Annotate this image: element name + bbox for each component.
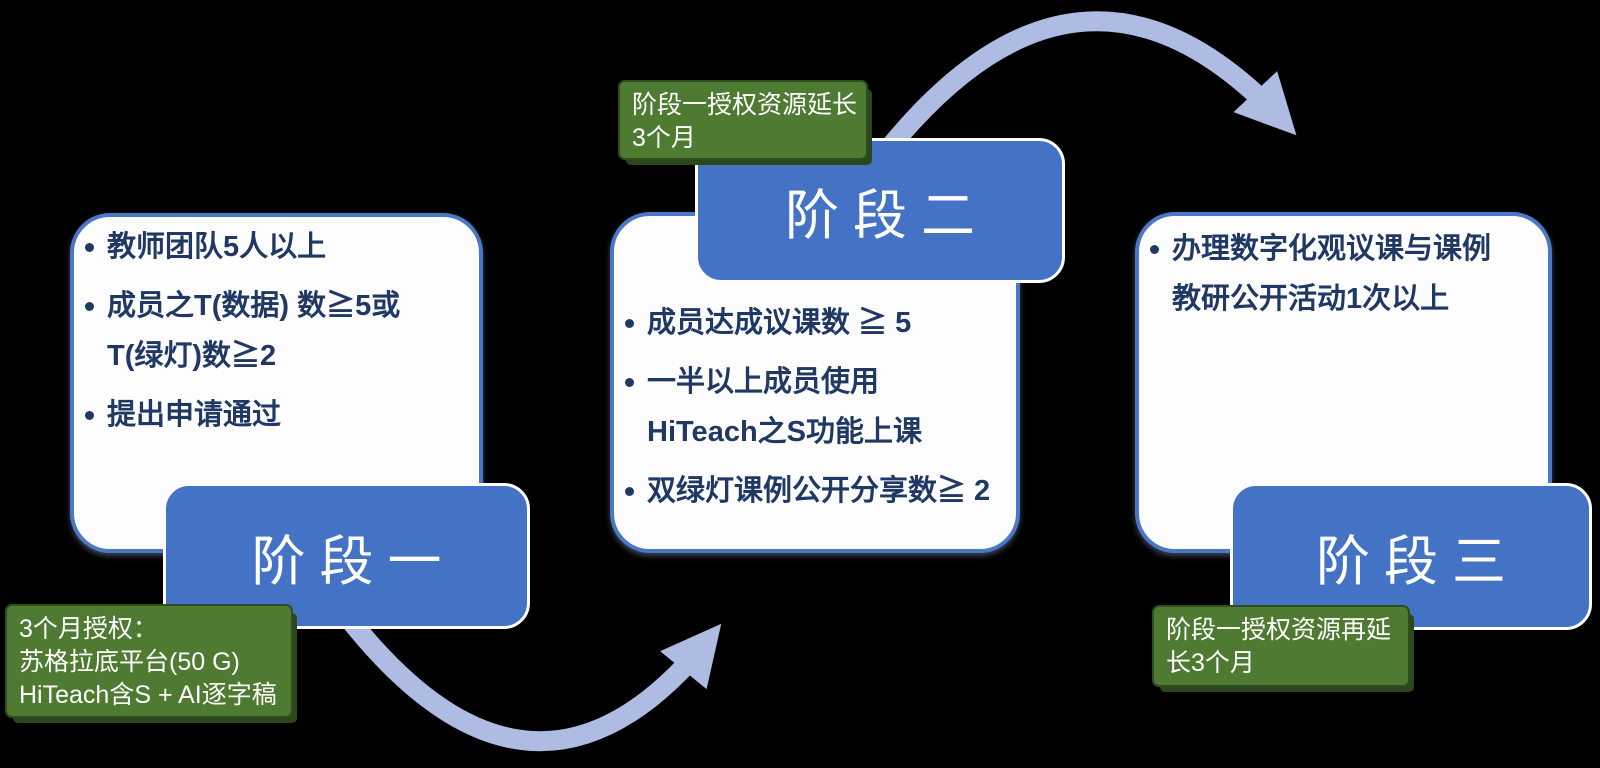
bullet-text: 一半以上成员使用 — [647, 366, 880, 398]
stage3-bullet-list: 办理数字化观议课与课例 教研公开活动1次以上 — [1150, 224, 1542, 324]
bullet-text: 办理数字化观议课与课例 — [1172, 233, 1492, 265]
bullet-icon — [85, 302, 94, 311]
bullet-item: 成员达成议课数 ≧ 5 — [625, 298, 1010, 348]
bullet-text: 成员达成议课数 ≧ 5 — [647, 307, 912, 339]
note-line: 3个月授权： — [19, 615, 158, 643]
bullet-item: 教师团队5人以上 — [85, 222, 471, 272]
stage1-label: 阶段一 — [251, 531, 456, 592]
bullet-item: 双绿灯课例公开分享数≧ 2 — [625, 466, 1010, 516]
bullet-icon — [625, 319, 634, 328]
bullet-icon — [85, 243, 94, 252]
note-line: HiTeach含S + AI逐字稿 — [19, 681, 277, 709]
arrow-stage1-to-stage2 — [342, 613, 722, 752]
bullet-icon — [625, 487, 634, 496]
bullet-item: 一半以上成员使用 HiTeach之S功能上课 — [625, 357, 1010, 457]
note-line: 阶段一授权资源再延 — [1166, 616, 1392, 644]
stage2-bullet-list: 成员达成议课数 ≧ 5 一半以上成员使用 HiTeach之S功能上课 双绿灯课例… — [625, 298, 1010, 516]
bullet-text: 提出申请通过 — [107, 399, 282, 431]
stage1-bullet-list: 教师团队5人以上 成员之T(数据) 数≧5或 T(绿灯)数≧2 提出申请通过 — [85, 222, 471, 440]
stage1-authorization-note: 3个月授权： 苏格拉底平台(50 G) HiTeach含S + AI逐字稿 — [5, 604, 293, 718]
bullet-item: 提出申请通过 — [85, 390, 471, 440]
note-line: 阶段一授权资源延长 — [632, 91, 858, 119]
note-line: 3个月 — [632, 124, 696, 152]
bullet-text: HiTeach之S功能上课 — [647, 416, 923, 448]
bullet-text: 教师团队5人以上 — [107, 231, 327, 263]
stage3-authorization-note: 阶段一授权资源再延 长3个月 — [1152, 605, 1410, 687]
bullet-text: 双绿灯课例公开分享数≧ 2 — [647, 475, 991, 507]
bullet-icon — [625, 378, 634, 387]
stage3-label: 阶段三 — [1316, 532, 1520, 592]
stage2-label: 阶段二 — [785, 186, 989, 246]
bullet-text: 成员之T(数据) 数≧5或 — [107, 290, 401, 322]
stage2-authorization-note: 阶段一授权资源延长 3个月 — [618, 80, 868, 160]
note-line: 长3个月 — [1166, 649, 1255, 677]
stage1-requirements-card: 教师团队5人以上 成员之T(数据) 数≧5或 T(绿灯)数≧2 提出申请通过 — [70, 213, 483, 553]
note-line: 苏格拉底平台(50 G) — [19, 648, 240, 676]
arrow-stage2-to-stage3 — [864, 11, 1297, 177]
stage2-label-box: 阶段二 — [695, 138, 1065, 283]
bullet-text: 教研公开活动1次以上 — [1172, 283, 1450, 315]
bullet-item: 办理数字化观议课与课例 教研公开活动1次以上 — [1150, 224, 1542, 324]
bullet-item: 成员之T(数据) 数≧5或 T(绿灯)数≧2 — [85, 281, 471, 381]
bullet-icon — [85, 411, 94, 420]
bullet-text: T(绿灯)数≧2 — [107, 340, 277, 372]
bullet-icon — [1150, 245, 1159, 254]
